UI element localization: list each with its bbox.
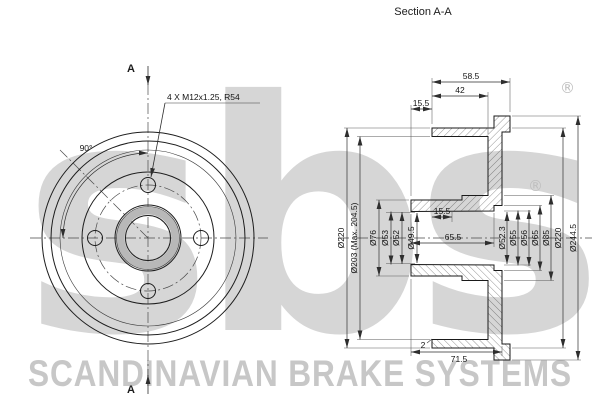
dia-220-left: Ø220 — [336, 227, 346, 248]
dia-49-5: Ø49.5 — [406, 226, 416, 249]
dia-76: Ø76 — [368, 230, 378, 246]
braking-surface-circle — [59, 149, 237, 327]
annotation-leader — [150, 102, 166, 178]
dim-58-5: 58.5 — [463, 71, 480, 81]
center-bore-circle — [125, 215, 171, 261]
dim-2: 2 — [421, 340, 426, 350]
front-view: 90° 4 X M12x1.25, R54 A A — [30, 63, 268, 396]
bearing-ring — [116, 206, 180, 270]
brand-watermark: SCANDINAVIAN BRAKE SYSTEMS — [28, 353, 572, 394]
dia-244-5: Ø244.5 — [568, 224, 578, 252]
bolt-circle — [94, 184, 202, 292]
extension-lines — [344, 78, 581, 361]
section-label-top: A — [127, 63, 135, 75]
hub-bore-circle — [114, 204, 182, 272]
dia-65: Ø65 — [530, 230, 540, 246]
dia-85: Ø85 — [541, 230, 551, 246]
dim-15-5-top: 15.5 — [413, 98, 430, 108]
bolt-annotation: 4 X M12x1.25, R54 — [167, 92, 240, 102]
dia-220-right: Ø220 — [553, 227, 563, 248]
watermark-layer: sbs ® ® SCANDINAVIAN BRAKE SYSTEMS — [22, 34, 600, 400]
section-view: 58.5 42 15.5 15.5 65.5 2 71.5 Ø220 Ø203 … — [336, 71, 592, 364]
registered-icon: ® — [560, 79, 575, 97]
angle-label: 90° — [80, 143, 93, 153]
dia-52-3: Ø52.3 — [497, 226, 507, 249]
drum-outer-circle — [41, 131, 255, 345]
dia-203: Ø203 (Max. 204.5) — [349, 202, 359, 273]
dimension-lines — [344, 79, 581, 360]
section-upper-half — [410, 115, 511, 213]
section-title: Section A-A — [394, 6, 452, 18]
bolt-hole — [140, 283, 156, 299]
bolt-hole — [193, 230, 209, 246]
dim-65-5: 65.5 — [445, 232, 462, 242]
registered-icon: ® — [528, 177, 543, 195]
dia-55: Ø55 — [508, 230, 518, 246]
dia-52: Ø52 — [391, 230, 401, 246]
dia-53: Ø53 — [380, 230, 390, 246]
dia-56: Ø56 — [519, 230, 529, 246]
angle-arc — [60, 150, 149, 239]
section-label-bottom: A — [127, 384, 135, 396]
dim-42: 42 — [455, 85, 465, 95]
drum-rim-circle — [50, 140, 246, 336]
bearing-outer-edge — [116, 206, 180, 270]
dim-71-5: 71.5 — [451, 354, 468, 364]
hub-face-circle — [81, 171, 215, 305]
dim-15-5-mid: 15.5 — [434, 206, 451, 216]
